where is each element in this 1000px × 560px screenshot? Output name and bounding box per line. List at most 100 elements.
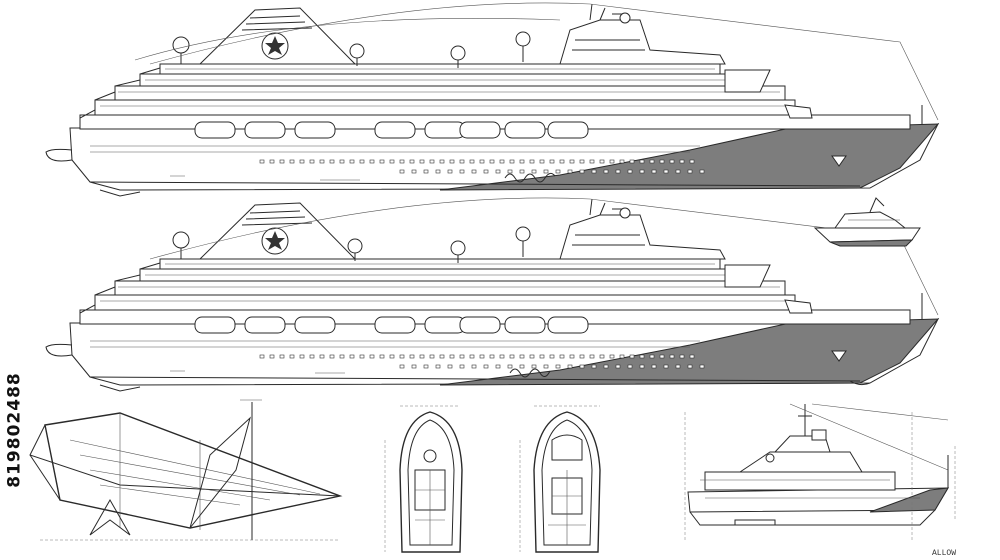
porthole	[379, 354, 385, 359]
porthole	[629, 159, 635, 164]
radar-domes	[172, 31, 531, 68]
porthole	[459, 169, 465, 174]
porthole	[309, 354, 315, 359]
porthole	[419, 159, 425, 164]
porthole	[675, 169, 681, 174]
porthole	[519, 364, 525, 369]
porthole	[447, 364, 453, 369]
cruise-ship-profile-lower	[45, 197, 940, 392]
porthole	[489, 159, 495, 164]
porthole	[409, 159, 415, 164]
porthole	[369, 159, 375, 164]
porthole	[435, 169, 441, 174]
porthole	[329, 159, 335, 164]
porthole	[609, 159, 615, 164]
porthole	[429, 159, 435, 164]
porthole	[489, 354, 495, 359]
porthole	[531, 169, 537, 174]
porthole	[639, 354, 645, 359]
porthole	[687, 364, 693, 369]
porthole	[259, 354, 265, 359]
porthole	[459, 354, 465, 359]
star-emblem	[265, 36, 285, 55]
boat-plan-view-2	[519, 405, 601, 553]
porthole	[339, 159, 345, 164]
porthole	[483, 169, 489, 174]
porthole	[399, 354, 405, 359]
porthole	[669, 354, 675, 359]
porthole	[289, 159, 295, 164]
porthole	[449, 354, 455, 359]
porthole	[423, 364, 429, 369]
porthole	[299, 354, 305, 359]
porthole	[279, 354, 285, 359]
bridge-tower	[559, 198, 813, 314]
porthole	[615, 364, 621, 369]
porthole	[689, 159, 695, 164]
porthole	[651, 169, 657, 174]
star-emblem	[265, 231, 285, 250]
porthole	[549, 159, 555, 164]
porthole	[339, 354, 345, 359]
porthole-row	[399, 364, 705, 369]
porthole	[449, 159, 455, 164]
porthole	[559, 354, 565, 359]
porthole	[619, 159, 625, 164]
porthole	[349, 354, 355, 359]
porthole	[419, 354, 425, 359]
porthole	[479, 159, 485, 164]
porthole	[269, 354, 275, 359]
porthole	[555, 364, 561, 369]
porthole	[687, 169, 693, 174]
funnel-structure	[198, 202, 357, 260]
porthole	[609, 354, 615, 359]
porthole	[675, 364, 681, 369]
lifeboat-row	[194, 121, 589, 139]
porthole	[507, 169, 513, 174]
boat-plan-view-1	[384, 405, 463, 553]
porthole	[639, 169, 645, 174]
porthole	[549, 354, 555, 359]
porthole	[539, 159, 545, 164]
porthole	[627, 169, 633, 174]
porthole	[379, 159, 385, 164]
porthole	[447, 169, 453, 174]
porthole	[479, 354, 485, 359]
porthole	[529, 159, 535, 164]
porthole	[619, 354, 625, 359]
porthole	[579, 354, 585, 359]
porthole	[349, 159, 355, 164]
porthole	[699, 169, 705, 174]
porthole	[659, 354, 665, 359]
porthole	[439, 354, 445, 359]
porthole	[289, 354, 295, 359]
porthole	[599, 159, 605, 164]
porthole	[439, 159, 445, 164]
porthole	[471, 169, 477, 174]
porthole	[579, 169, 585, 174]
stock-id-text: 819802488	[5, 372, 25, 488]
porthole	[543, 169, 549, 174]
porthole	[471, 364, 477, 369]
porthole-row	[259, 354, 695, 359]
porthole	[591, 364, 597, 369]
porthole	[519, 169, 525, 174]
porthole	[569, 159, 575, 164]
porthole	[589, 159, 595, 164]
porthole	[663, 364, 669, 369]
porthole	[579, 364, 585, 369]
porthole	[579, 159, 585, 164]
porthole	[699, 364, 705, 369]
radar-domes	[172, 226, 531, 263]
porthole	[411, 169, 417, 174]
porthole	[399, 159, 405, 164]
porthole	[531, 364, 537, 369]
corner-mark: ALLOW	[931, 549, 956, 558]
porthole	[589, 354, 595, 359]
porthole	[411, 364, 417, 369]
porthole	[529, 354, 535, 359]
lifeboat-row	[194, 316, 589, 334]
porthole	[309, 159, 315, 164]
porthole	[495, 364, 501, 369]
porthole	[429, 354, 435, 359]
